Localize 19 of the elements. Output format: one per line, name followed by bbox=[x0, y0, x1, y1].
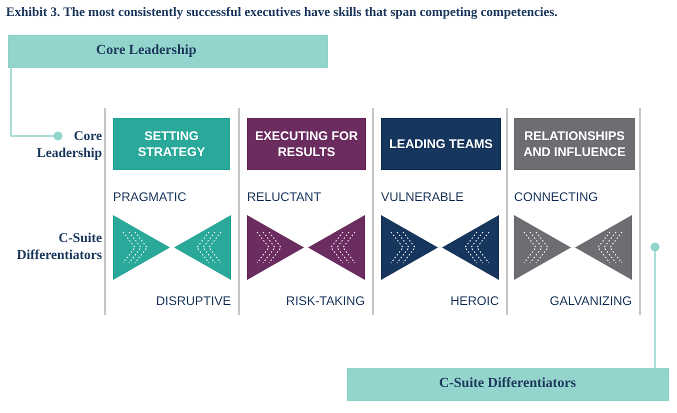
leader-line bbox=[650, 242, 660, 368]
banner: Core Leadership bbox=[8, 35, 328, 68]
trait-label: RISK-TAKING bbox=[285, 294, 365, 308]
trait-label: RELUCTANT bbox=[247, 190, 322, 204]
competency-box: SETTING STRATEGY bbox=[113, 118, 230, 170]
trait-label: VULNERABLE bbox=[381, 190, 465, 204]
row-label: C-Suite Differentiators bbox=[4, 229, 102, 265]
trait-label: CONNECTING bbox=[514, 190, 600, 204]
trait-label: DISRUPTIVE bbox=[154, 294, 231, 308]
trait-label: PRAGMATIC bbox=[113, 190, 188, 204]
trait-label: GALVANIZING bbox=[548, 294, 632, 308]
competency-box: EXECUTING FOR RESULTS bbox=[247, 118, 366, 170]
competency-box: LEADING TEAMS bbox=[381, 118, 501, 170]
row-label: Core Leadership bbox=[30, 127, 102, 163]
trait-label: HEROIC bbox=[449, 294, 499, 308]
leader-line bbox=[10, 68, 62, 140]
competency-box: RELATIONSHIPS AND INFLUENCE bbox=[514, 118, 635, 170]
banner: C-Suite Differentiators bbox=[347, 368, 669, 401]
title: Exhibit 3. The most consistently successful executives have skills that span competing competencies. bbox=[6, 4, 558, 20]
